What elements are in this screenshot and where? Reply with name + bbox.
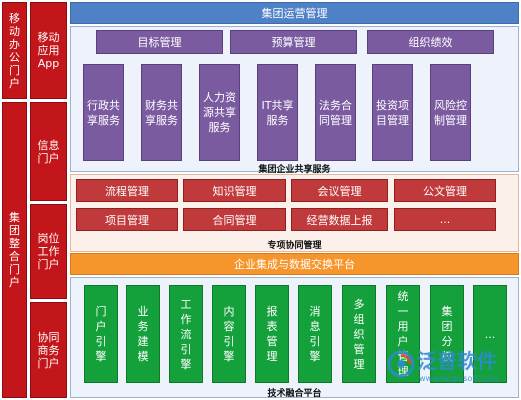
knowledge-management-box: 知识管理 <box>183 179 286 202</box>
knowledge-management-label: 知识管理 <box>212 184 257 198</box>
info-portal-label: 信息门户 <box>37 138 60 165</box>
admin-shared-service: 行政共享服务 <box>83 64 124 161</box>
message-engine-label: 消息引擎 <box>309 305 321 363</box>
it-shared-service: IT共享服务 <box>257 64 298 161</box>
report-management: 报表管理 <box>255 285 289 383</box>
document-management-label: 公文管理 <box>423 184 467 198</box>
business-portal: 协同商务门户 <box>30 302 67 398</box>
content-engine-label: 内容引擎 <box>223 305 235 363</box>
integration-platform-banner: 企业集成与数据交换平台 <box>70 253 519 275</box>
group-integrated-portal-label: 集团整合门户 <box>9 211 20 289</box>
tech-platform-caption: 技术融合平台 <box>267 389 322 399</box>
tech-more-label: ... <box>484 327 496 341</box>
business-modeling-label: 业务建模 <box>137 305 149 363</box>
admin-shared-service-label: 行政共享服务 <box>87 98 120 127</box>
mobile-app-portal-label: 移动应用App <box>37 31 60 70</box>
legal-contract-management: 法务合同管理 <box>315 64 356 161</box>
contract-management-label: 合同管理 <box>212 213 257 227</box>
business-modeling: 业务建模 <box>126 285 160 383</box>
brand-name: 泛普软件 <box>417 349 497 373</box>
meeting-management-box: 会议管理 <box>291 179 388 202</box>
collab-more-box: ... <box>394 208 496 231</box>
project-management-label: 项目管理 <box>105 213 149 227</box>
investment-project-label: 投资项目管理 <box>376 98 409 127</box>
budget-management-label: 预算管理 <box>271 36 316 49</box>
hr-shared-service: 人力资源共享服务 <box>199 64 240 161</box>
collab-more-label: ... <box>439 213 451 226</box>
brand-watermark: 泛普软件 www.fanpusoft.com <box>385 346 519 388</box>
collaboration-caption: 专项协同管理 <box>267 241 322 251</box>
info-portal: 信息门户 <box>30 102 67 201</box>
mobile-office-portal-label: 移动办公门户 <box>9 11 20 90</box>
meeting-management-label: 会议管理 <box>317 184 362 198</box>
brand-url: www.fanpusoft.com <box>419 374 498 383</box>
business-data-report-label: 经营数据上报 <box>306 213 373 227</box>
group-operations-label: 集团运营管理 <box>261 7 328 20</box>
report-management-label: 报表管理 <box>266 305 278 363</box>
portal-engine: 门户引擎 <box>84 285 118 383</box>
process-management-box: 流程管理 <box>76 179 178 202</box>
hr-shared-service-label: 人力资源共享服务 <box>203 91 236 134</box>
work-portal: 岗位工作门户 <box>30 204 67 299</box>
brand-logo-icon <box>387 350 415 378</box>
budget-management-box: 预算管理 <box>230 30 357 54</box>
process-management-label: 流程管理 <box>105 184 149 198</box>
finance-shared-service: 财务共享服务 <box>141 64 182 161</box>
integration-platform-label: 企业集成与数据交换平台 <box>234 258 355 271</box>
investment-project-management: 投资项目管理 <box>372 64 413 161</box>
target-management-label: 目标管理 <box>137 36 182 49</box>
project-management-box: 项目管理 <box>76 208 178 231</box>
group-integrated-portal-column: 集团整合门户 <box>2 102 27 398</box>
portal-engine-label: 门户引擎 <box>95 305 107 363</box>
it-shared-service-label: IT共享服务 <box>261 98 294 127</box>
risk-control-label: 风险控制管理 <box>434 98 467 127</box>
legal-contract-label: 法务合同管理 <box>319 98 352 127</box>
target-management-box: 目标管理 <box>96 30 223 54</box>
contract-management-box: 合同管理 <box>183 208 286 231</box>
business-portal-label: 协同商务门户 <box>37 330 60 370</box>
org-performance-box: 组织绩效 <box>367 30 494 54</box>
content-engine: 内容引擎 <box>212 285 246 383</box>
mobile-office-portal-column: 移动办公门户 <box>2 2 27 99</box>
org-performance-label: 组织绩效 <box>408 36 453 49</box>
multi-org-management-label: 多组织管理 <box>353 297 365 371</box>
group-operations-banner: 集团运营管理 <box>70 2 519 24</box>
workflow-engine: 工作流引擎 <box>169 285 203 383</box>
message-engine: 消息引擎 <box>298 285 332 383</box>
document-management-box: 公文管理 <box>394 179 496 202</box>
shared-services-caption: 集团企业共享服务 <box>258 165 331 175</box>
mobile-app-portal: 移动应用App <box>30 2 67 99</box>
tech-more: ... <box>473 285 507 383</box>
workflow-engine-label: 工作流引擎 <box>180 297 192 371</box>
group-authorization-label: 集团分权 <box>441 305 453 363</box>
finance-shared-service-label: 财务共享服务 <box>145 98 178 127</box>
work-portal-label: 岗位工作门户 <box>37 232 60 271</box>
risk-control-management: 风险控制管理 <box>430 64 471 161</box>
multi-org-management: 多组织管理 <box>342 285 376 383</box>
group-authorization: 集团分权 <box>430 285 464 383</box>
business-data-report-box: 经营数据上报 <box>291 208 388 231</box>
